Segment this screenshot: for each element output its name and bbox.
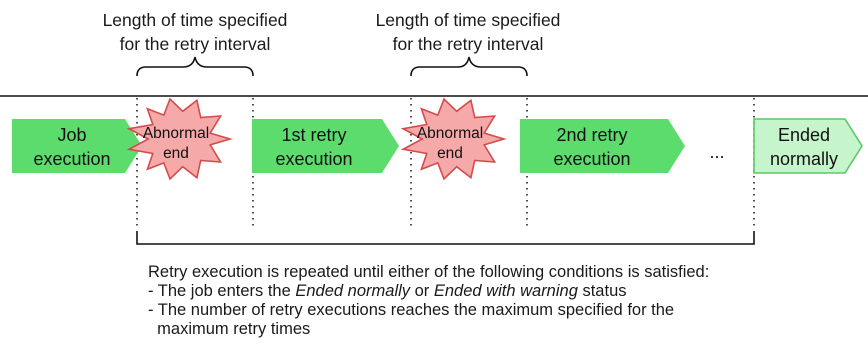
retry-range-bracket bbox=[136, 231, 755, 245]
interval-label-1: Length of time specified for the retry i… bbox=[103, 10, 288, 54]
interval-brace-2 bbox=[410, 56, 528, 77]
first-retry-arrow bbox=[252, 119, 399, 173]
retry-conditions-note: Retry execution is repeated until either… bbox=[148, 263, 864, 339]
abnormal-end-1-line1: Abnormal bbox=[143, 125, 209, 142]
ended-with-warning-status: Ended with warning bbox=[433, 282, 578, 300]
abnormal-end-2-line1: Abnormal bbox=[417, 125, 483, 142]
abnormal-end-2-line2: end bbox=[437, 145, 463, 162]
ended-normally-arrow bbox=[753, 118, 863, 174]
second-retry-line2: execution bbox=[553, 149, 630, 169]
ended-normally-line1: Ended bbox=[778, 125, 830, 145]
interval-label-1-line2: for the retry interval bbox=[120, 34, 271, 54]
job-execution-line2: execution bbox=[33, 149, 110, 169]
interval-label-2-line2: for the retry interval bbox=[393, 34, 544, 54]
condition-1-mid: or bbox=[410, 282, 434, 300]
second-retry-arrow bbox=[520, 119, 685, 173]
interval-brace-1 bbox=[136, 56, 254, 77]
conditions-intro: Retry execution is repeated until either… bbox=[148, 263, 710, 281]
job-execution-line1: Job bbox=[57, 125, 86, 145]
interval-label-2-line1: Length of time specified bbox=[376, 10, 561, 30]
ellipsis: ... bbox=[709, 142, 724, 162]
condition-1-suffix: status bbox=[577, 282, 627, 300]
condition-2-line1: - The number of retry executions reaches… bbox=[148, 301, 675, 319]
ended-normally-line2: normally bbox=[770, 149, 838, 169]
job-execution-arrow bbox=[12, 119, 142, 173]
second-retry-line1: 2nd retry bbox=[556, 125, 627, 145]
condition-2-line2: maximum retry times bbox=[148, 320, 311, 338]
first-retry-line2: execution bbox=[275, 149, 352, 169]
abnormal-end-burst-2 bbox=[400, 97, 507, 181]
ended-normally-status: Ended normally bbox=[295, 282, 411, 300]
abnormal-end-1-line2: end bbox=[163, 145, 189, 162]
abnormal-end-burst-1 bbox=[126, 97, 233, 181]
interval-label-2: Length of time specified for the retry i… bbox=[376, 10, 561, 54]
interval-label-1-line1: Length of time specified bbox=[103, 10, 288, 30]
first-retry-line1: 1st retry bbox=[281, 125, 346, 145]
condition-1: - The job enters the Ended normally or E… bbox=[148, 282, 864, 301]
condition-1-prefix: - The job enters the bbox=[148, 282, 296, 300]
